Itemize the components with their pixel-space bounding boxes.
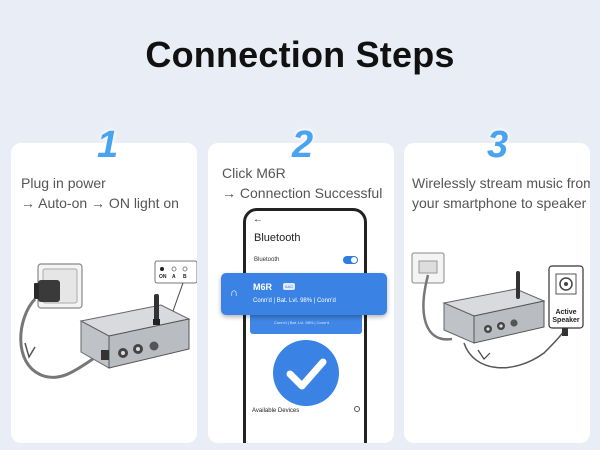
speaker-label-line-1: Active — [555, 309, 577, 316]
device-name: M6R — [253, 282, 273, 292]
step-1-line-1: Plug in power — [21, 175, 106, 191]
step-3-line-1: Wirelessly stream music from — [412, 175, 590, 191]
speaker-connection-illustration — [411, 252, 584, 369]
step-number-1: 1 — [97, 124, 119, 166]
bluetooth-toggle[interactable] — [343, 256, 358, 264]
refresh-icon[interactable] — [354, 406, 360, 412]
codec-badge: AAC — [283, 283, 296, 290]
step-card-2: Click M6R → Connection Successful ← Blue… — [208, 143, 394, 443]
smartphone: ← Bluetooth Bluetooth Conn'd | Bat. Lvl.… — [243, 208, 367, 443]
step-3-text: Wirelessly stream music from your smartp… — [412, 173, 590, 213]
step-2-text: Click M6R → Connection Successful — [222, 163, 382, 203]
step-2-line-2: → Connection Successful — [222, 185, 383, 201]
device-status: Conn'd | Bat. Lvl. 98% | Conn'd — [253, 298, 336, 304]
step-1-text: Plug in power → Auto-on → ON light on — [21, 173, 179, 213]
headphones-icon: ∩ — [230, 287, 238, 299]
step-number-3: 3 — [487, 124, 509, 166]
back-arrow-icon[interactable]: ← — [253, 214, 263, 225]
page-title: Connection Steps — [145, 34, 455, 75]
available-devices-label: Available Devices — [252, 408, 300, 414]
active-speaker-label: Active Speaker — [550, 309, 582, 325]
led-label-b: B — [183, 274, 187, 280]
speaker-label-line-2: Speaker — [552, 317, 580, 324]
paired-device-status: Conn'd | Bat. Lvl. 98% | Conn'd — [274, 320, 330, 325]
bluetooth-screen-title: Bluetooth — [254, 232, 301, 244]
step-card-1: Plug in power → Auto-on → ON light on ON… — [11, 143, 197, 443]
step-card-3: Wirelessly stream music from your smartp… — [404, 143, 590, 443]
checkmark-icon — [273, 340, 339, 406]
bluetooth-toggle-label: Bluetooth — [254, 257, 280, 263]
device-m6r-row[interactable]: ∩ M6R AAC Conn'd | Bat. Lvl. 98% | Conn'… — [221, 273, 387, 315]
led-label-a: A — [172, 274, 176, 280]
step-1-line-2: → Auto-on → ON light on — [21, 195, 179, 211]
power-amplifier-illustration — [19, 260, 197, 379]
step-3-line-2: your smartphone to speaker — [412, 195, 587, 211]
step-number-2: 2 — [292, 124, 314, 166]
paired-device-row[interactable]: Conn'd | Bat. Lvl. 98% | Conn'd — [250, 312, 362, 334]
led-label-on: ON — [159, 274, 167, 280]
step-2-line-1: Click M6R — [222, 165, 286, 181]
